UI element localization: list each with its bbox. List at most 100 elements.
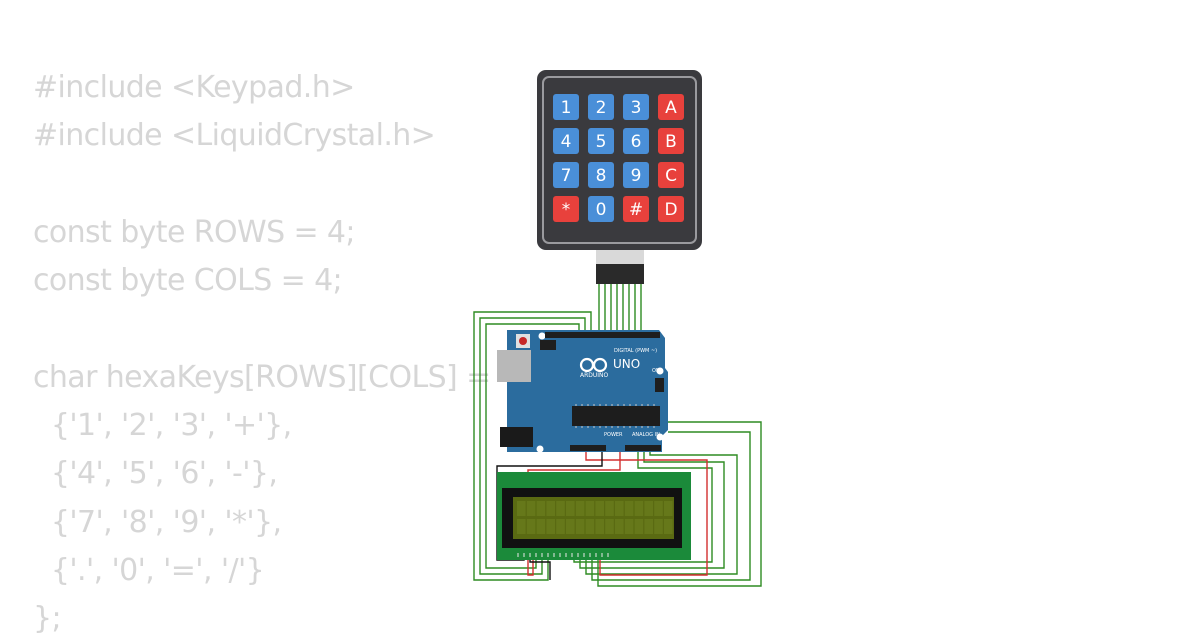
lcd-cell <box>575 519 585 534</box>
lcd-cell <box>634 501 644 516</box>
arduino-logo-icon <box>579 357 608 373</box>
lcd-cell <box>595 501 604 516</box>
key-cap[interactable] <box>623 196 649 222</box>
key-cap[interactable] <box>623 94 649 120</box>
key-0[interactable]: 0 <box>588 196 614 222</box>
key-A[interactable]: A <box>658 94 684 120</box>
code-background: #include <Keypad.h>#include <LiquidCryst… <box>33 64 519 644</box>
on-label: ON <box>652 368 660 374</box>
lcd-cell <box>595 519 604 534</box>
lcd-cell <box>615 501 624 516</box>
key-1[interactable]: 1 <box>553 94 579 120</box>
lcd-cell <box>575 501 585 516</box>
key-4[interactable]: 4 <box>553 128 579 154</box>
mount-hole <box>656 433 664 441</box>
lcd-cell <box>624 501 634 516</box>
code-line: const byte COLS = 4; <box>33 263 343 299</box>
key-label: 3 <box>631 98 642 118</box>
code-line: #include <Keypad.h> <box>33 70 355 105</box>
lcd-cell <box>664 501 673 516</box>
key-cap[interactable] <box>623 162 649 188</box>
key-5[interactable]: 5 <box>588 128 614 154</box>
key-label: # <box>629 200 643 220</box>
key-2[interactable]: 2 <box>588 94 614 120</box>
lcd-pins <box>517 553 609 557</box>
key-6[interactable]: 6 <box>623 128 649 154</box>
key-cap[interactable] <box>588 162 614 188</box>
key-D[interactable]: D <box>658 196 684 222</box>
lcd-cell <box>615 519 624 534</box>
code-line: {'4', '5', '6', '-'}, <box>33 456 278 492</box>
key-cap[interactable] <box>553 162 579 188</box>
chip-pins <box>575 404 655 428</box>
lcd-cell <box>566 519 575 534</box>
lcd-cell <box>654 519 663 534</box>
arduino-brand: ARDUINO <box>580 372 609 379</box>
lcd-cell <box>634 519 644 534</box>
lcd-cell <box>517 519 526 534</box>
lcd-cell <box>526 519 536 534</box>
power-label: POWER <box>604 432 623 438</box>
key-label: D <box>664 200 677 220</box>
keypad-wires <box>598 284 642 333</box>
icsp-header <box>540 340 556 350</box>
key-3[interactable]: 3 <box>623 94 649 120</box>
lcd-cell <box>526 501 536 516</box>
key-label: 2 <box>596 98 607 118</box>
lcd-cell <box>556 501 565 516</box>
key-cap[interactable] <box>553 128 579 154</box>
key-9[interactable]: 9 <box>623 162 649 188</box>
key-#[interactable]: # <box>623 196 649 222</box>
arduino-model: UNO <box>613 357 640 371</box>
key-label: 5 <box>596 132 607 152</box>
lcd-cell <box>644 501 653 516</box>
key-cap[interactable] <box>588 94 614 120</box>
analog-label: ANALOG IN <box>632 432 660 438</box>
lcd-cell <box>664 519 673 534</box>
lcd-cell <box>566 501 575 516</box>
key-cap[interactable] <box>588 196 614 222</box>
key-cap[interactable] <box>658 94 684 120</box>
usb-port <box>497 350 531 382</box>
key-*[interactable]: * <box>553 196 579 222</box>
lcd-cell <box>536 519 546 534</box>
key-cap[interactable] <box>658 128 684 154</box>
reset-button-red <box>519 337 527 345</box>
key-cap[interactable] <box>553 196 579 222</box>
digital-label: DIGITAL (PWM ~) <box>614 348 657 354</box>
key-label: C <box>665 166 677 186</box>
key-cap[interactable] <box>658 162 684 188</box>
lcd-data-wires-left <box>473 311 592 581</box>
keypad-ribbon <box>596 250 644 264</box>
arduino-uno-board: ARDUINO UNO DIGITAL (PWM ~) POWER ANALOG… <box>497 330 668 453</box>
key-label: * <box>562 200 571 220</box>
key-B[interactable]: B <box>658 128 684 154</box>
code-line: {'7', '8', '9', '*'}, <box>33 504 282 540</box>
lcd-cell <box>624 519 634 534</box>
key-8[interactable]: 8 <box>588 162 614 188</box>
key-label: B <box>665 132 677 152</box>
power-jack <box>500 427 533 447</box>
key-cap[interactable] <box>553 94 579 120</box>
key-label: 9 <box>631 166 642 186</box>
lcd-cell <box>536 501 546 516</box>
key-label: 8 <box>596 166 607 186</box>
key-cap[interactable] <box>658 196 684 222</box>
lcd-cell <box>585 519 595 534</box>
lcd-cell <box>517 501 526 516</box>
key-label: 6 <box>631 132 642 152</box>
analog-header <box>625 445 661 451</box>
mount-hole <box>656 367 664 375</box>
code-line: {'1', '2', '3', '+'}, <box>33 408 292 444</box>
atmega-chip <box>572 406 660 426</box>
key-label: A <box>665 98 677 118</box>
key-cap[interactable] <box>623 128 649 154</box>
lcd-cell <box>556 519 565 534</box>
lcd-cell <box>546 501 555 516</box>
key-7[interactable]: 7 <box>553 162 579 188</box>
key-cap[interactable] <box>588 128 614 154</box>
key-C[interactable]: C <box>658 162 684 188</box>
